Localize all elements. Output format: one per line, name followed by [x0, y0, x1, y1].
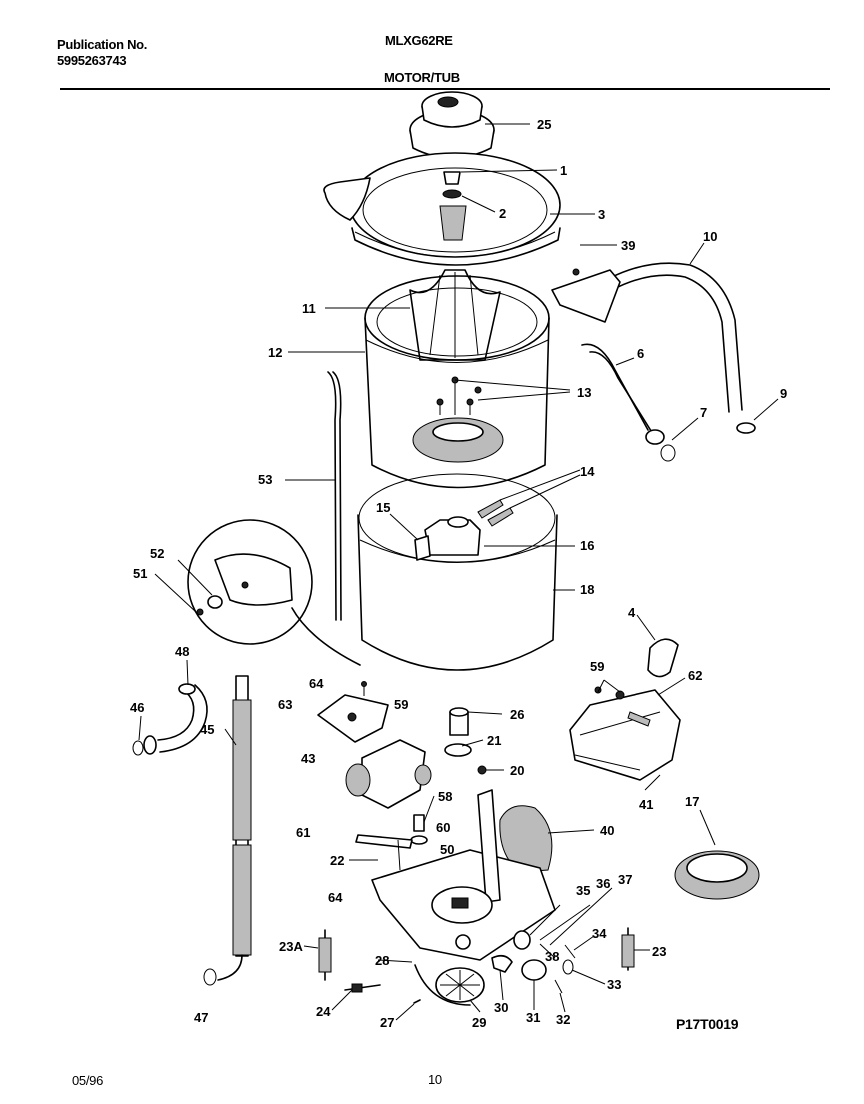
callout-21: 21	[487, 733, 501, 748]
part-drive-seal	[444, 707, 487, 775]
callout-63: 63	[278, 697, 292, 712]
part-inlet-hose	[581, 343, 676, 462]
part-mounting-plate	[371, 789, 556, 961]
part-bearing-screws	[477, 499, 514, 527]
callout-24: 24	[316, 1004, 331, 1019]
callout-35: 35	[576, 883, 590, 898]
page-number: 10	[428, 1072, 442, 1087]
part-agitator-bolt	[439, 171, 467, 241]
callout-41: 41	[639, 797, 653, 812]
callout-25: 25	[537, 117, 551, 132]
callout-58: 58	[438, 789, 452, 804]
section-title: MOTOR/TUB	[384, 70, 460, 85]
part-clamp-hardware	[355, 814, 428, 871]
part-elbow-hose	[132, 683, 208, 756]
callout-60: 60	[436, 820, 450, 835]
leader-lines	[138, 123, 779, 1021]
callout-45: 45	[200, 722, 214, 737]
callout-labels: 25 1 2 3 39 10 11 12 6 13 9 7 14 53 15 1…	[130, 117, 787, 1030]
callout-22: 22	[330, 853, 344, 868]
callout-7: 7	[700, 405, 707, 420]
callout-18: 18	[580, 582, 594, 597]
part-motor	[345, 739, 432, 809]
callout-32: 32	[556, 1012, 570, 1027]
callout-27: 27	[380, 1015, 394, 1030]
part-tub-bearing	[414, 516, 481, 561]
callout-31: 31	[526, 1010, 540, 1025]
part-small-hardware	[491, 887, 613, 994]
part-pump-assembly	[569, 638, 681, 781]
part-spin-basket	[364, 275, 550, 489]
callout-64-bottom: 64	[328, 890, 343, 905]
callout-46: 46	[130, 700, 144, 715]
callout-52: 52	[150, 546, 164, 561]
callout-47: 47	[194, 1010, 208, 1025]
part-agitator-cap	[409, 91, 495, 159]
publication-label: Publication No.	[57, 37, 148, 52]
callout-3: 3	[598, 207, 605, 222]
callout-10: 10	[703, 229, 717, 244]
callout-23a: 23A	[279, 939, 303, 954]
part-springs	[318, 927, 635, 981]
callout-26: 26	[510, 707, 524, 722]
part-tub-ring	[674, 850, 760, 900]
part-hose-clamp	[736, 422, 756, 434]
callout-12: 12	[268, 345, 282, 360]
callout-20: 20	[510, 763, 524, 778]
callout-15: 15	[376, 500, 390, 515]
callout-36: 36	[596, 876, 610, 891]
part-level-tube	[327, 371, 337, 621]
header-rule	[60, 88, 830, 90]
callout-17: 17	[685, 794, 699, 809]
footer-date: 05/96	[72, 1073, 104, 1088]
callout-30: 30	[494, 1000, 508, 1015]
callout-23: 23	[652, 944, 666, 959]
part-level-tube-edge	[332, 371, 342, 621]
diagram-code: P17T0019	[676, 1016, 739, 1032]
callout-64-top: 64	[309, 676, 324, 691]
callout-2: 2	[499, 206, 506, 221]
callout-51: 51	[133, 566, 147, 581]
detail-circle	[187, 519, 361, 666]
callout-14: 14	[580, 464, 595, 479]
callout-50: 50	[440, 842, 454, 857]
callout-29: 29	[472, 1015, 486, 1030]
callout-28: 28	[375, 953, 389, 968]
callout-1: 1	[560, 163, 567, 178]
callout-6: 6	[637, 346, 644, 361]
callout-49: 48	[175, 644, 189, 659]
callout-61: 61	[296, 825, 310, 840]
part-tub-cover	[323, 152, 561, 266]
callout-37: 37	[618, 872, 632, 887]
part-screw	[413, 999, 421, 1004]
part-basket-screws	[436, 376, 482, 415]
callout-43: 43	[301, 751, 315, 766]
callout-40: 40	[600, 823, 614, 838]
part-agitator	[409, 269, 501, 361]
part-pump	[499, 805, 553, 873]
callout-11: 11	[302, 301, 316, 316]
part-motor-bracket	[317, 681, 389, 743]
callout-9: 9	[780, 386, 787, 401]
model-number: MLXG62RE	[385, 33, 453, 48]
callout-34: 34	[592, 926, 607, 941]
part-fill-hose	[203, 675, 252, 986]
callout-38: 38	[545, 949, 559, 964]
part-pulley	[414, 964, 485, 1006]
callout-53: 53	[258, 472, 272, 487]
callout-39: 39	[621, 238, 635, 253]
callout-13: 13	[577, 385, 591, 400]
callout-33: 33	[607, 977, 621, 992]
part-outer-tub	[357, 473, 558, 671]
part-drain-hose	[551, 262, 743, 413]
publication-number: 5995263743	[57, 53, 127, 68]
part-rod	[344, 983, 381, 993]
callout-59-right: 59	[590, 659, 604, 674]
callout-59-left: 59	[394, 697, 408, 712]
callout-16: 16	[580, 538, 594, 553]
callout-4: 4	[628, 605, 636, 620]
callout-62: 62	[688, 668, 702, 683]
